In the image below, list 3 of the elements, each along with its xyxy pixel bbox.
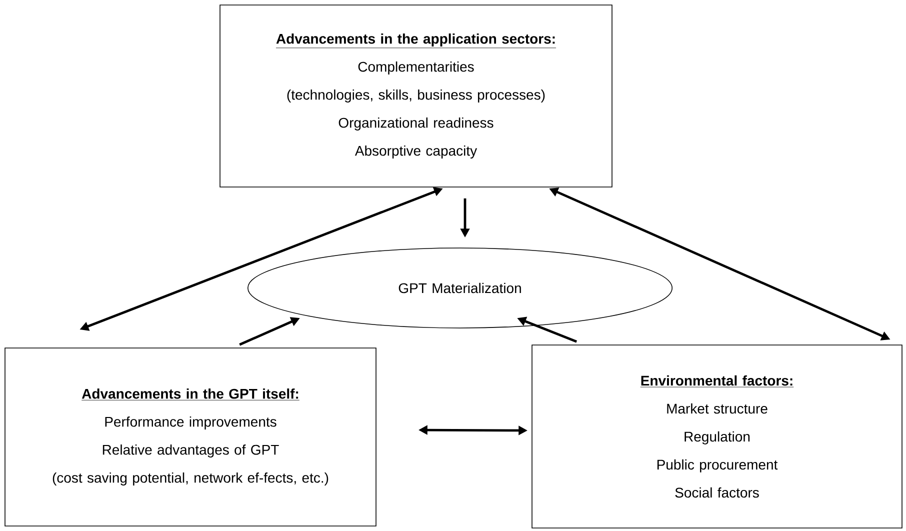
text-box: Advancements in the application sectors: Complementarities (technologies, skills, business processes) Organizational readiness Absorptive capacity [220, 4, 612, 188]
text-box: Environmental factors: Market structure Regulation Public procurement Social factors [532, 344, 902, 528]
text-box: Advancements in the GPT itself: Performance improvements Relative advantages of GPT (cost saving potential, network ef-fects, etc.) [4, 348, 376, 526]
